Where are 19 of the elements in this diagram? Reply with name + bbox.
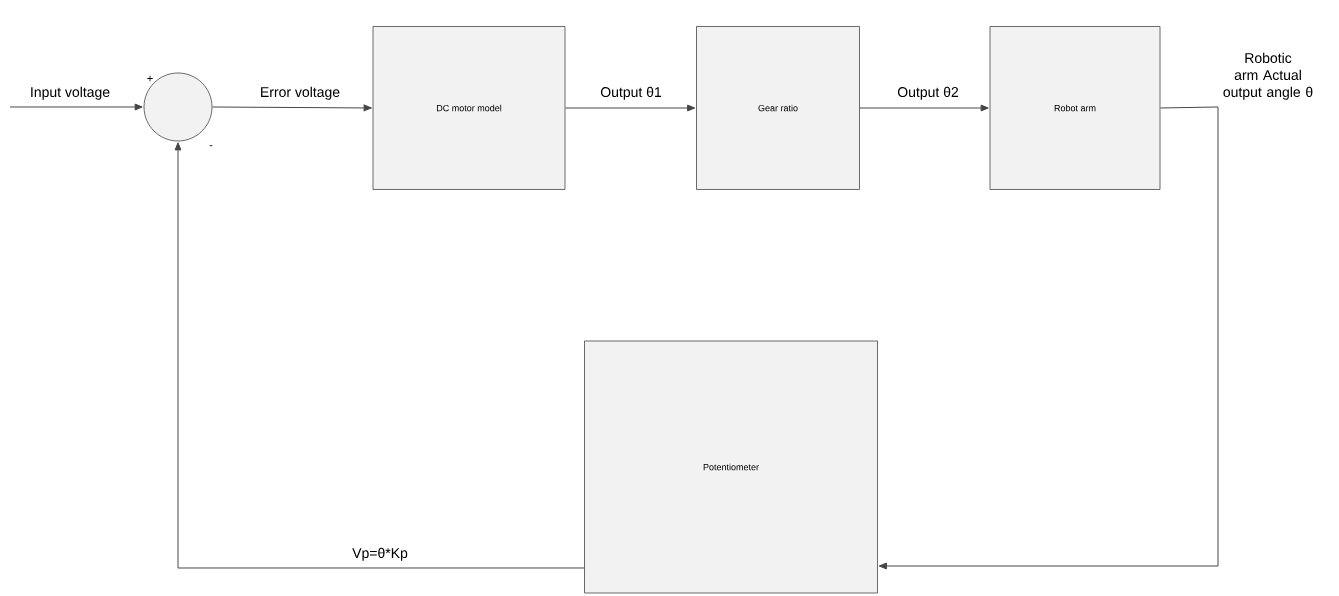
arrow	[211, 104, 372, 112]
arrow	[174, 142, 585, 569]
edge-label: Output θ1	[600, 86, 662, 100]
edge-label: Error voltage	[261, 86, 340, 100]
arrow	[878, 106, 1219, 570]
edge-label: Vp=θ*Kp	[352, 547, 408, 561]
sign-label: +	[147, 75, 153, 82]
edge-label: Robotic arm Actual output angle θ	[1223, 52, 1313, 100]
block-box: DC motor model	[372, 26, 566, 190]
arrow	[9, 103, 143, 111]
block-box: Robot arm	[989, 26, 1161, 190]
block-box: Potentiometer	[584, 340, 878, 594]
arrow	[564, 104, 696, 112]
arrow	[859, 104, 989, 112]
edge-label: Input voltage	[31, 86, 110, 100]
edge-label: Output θ2	[897, 86, 959, 100]
block-box: Gear ratio	[696, 26, 860, 190]
summing-junction	[143, 72, 213, 142]
sign-label: -	[209, 145, 213, 147]
